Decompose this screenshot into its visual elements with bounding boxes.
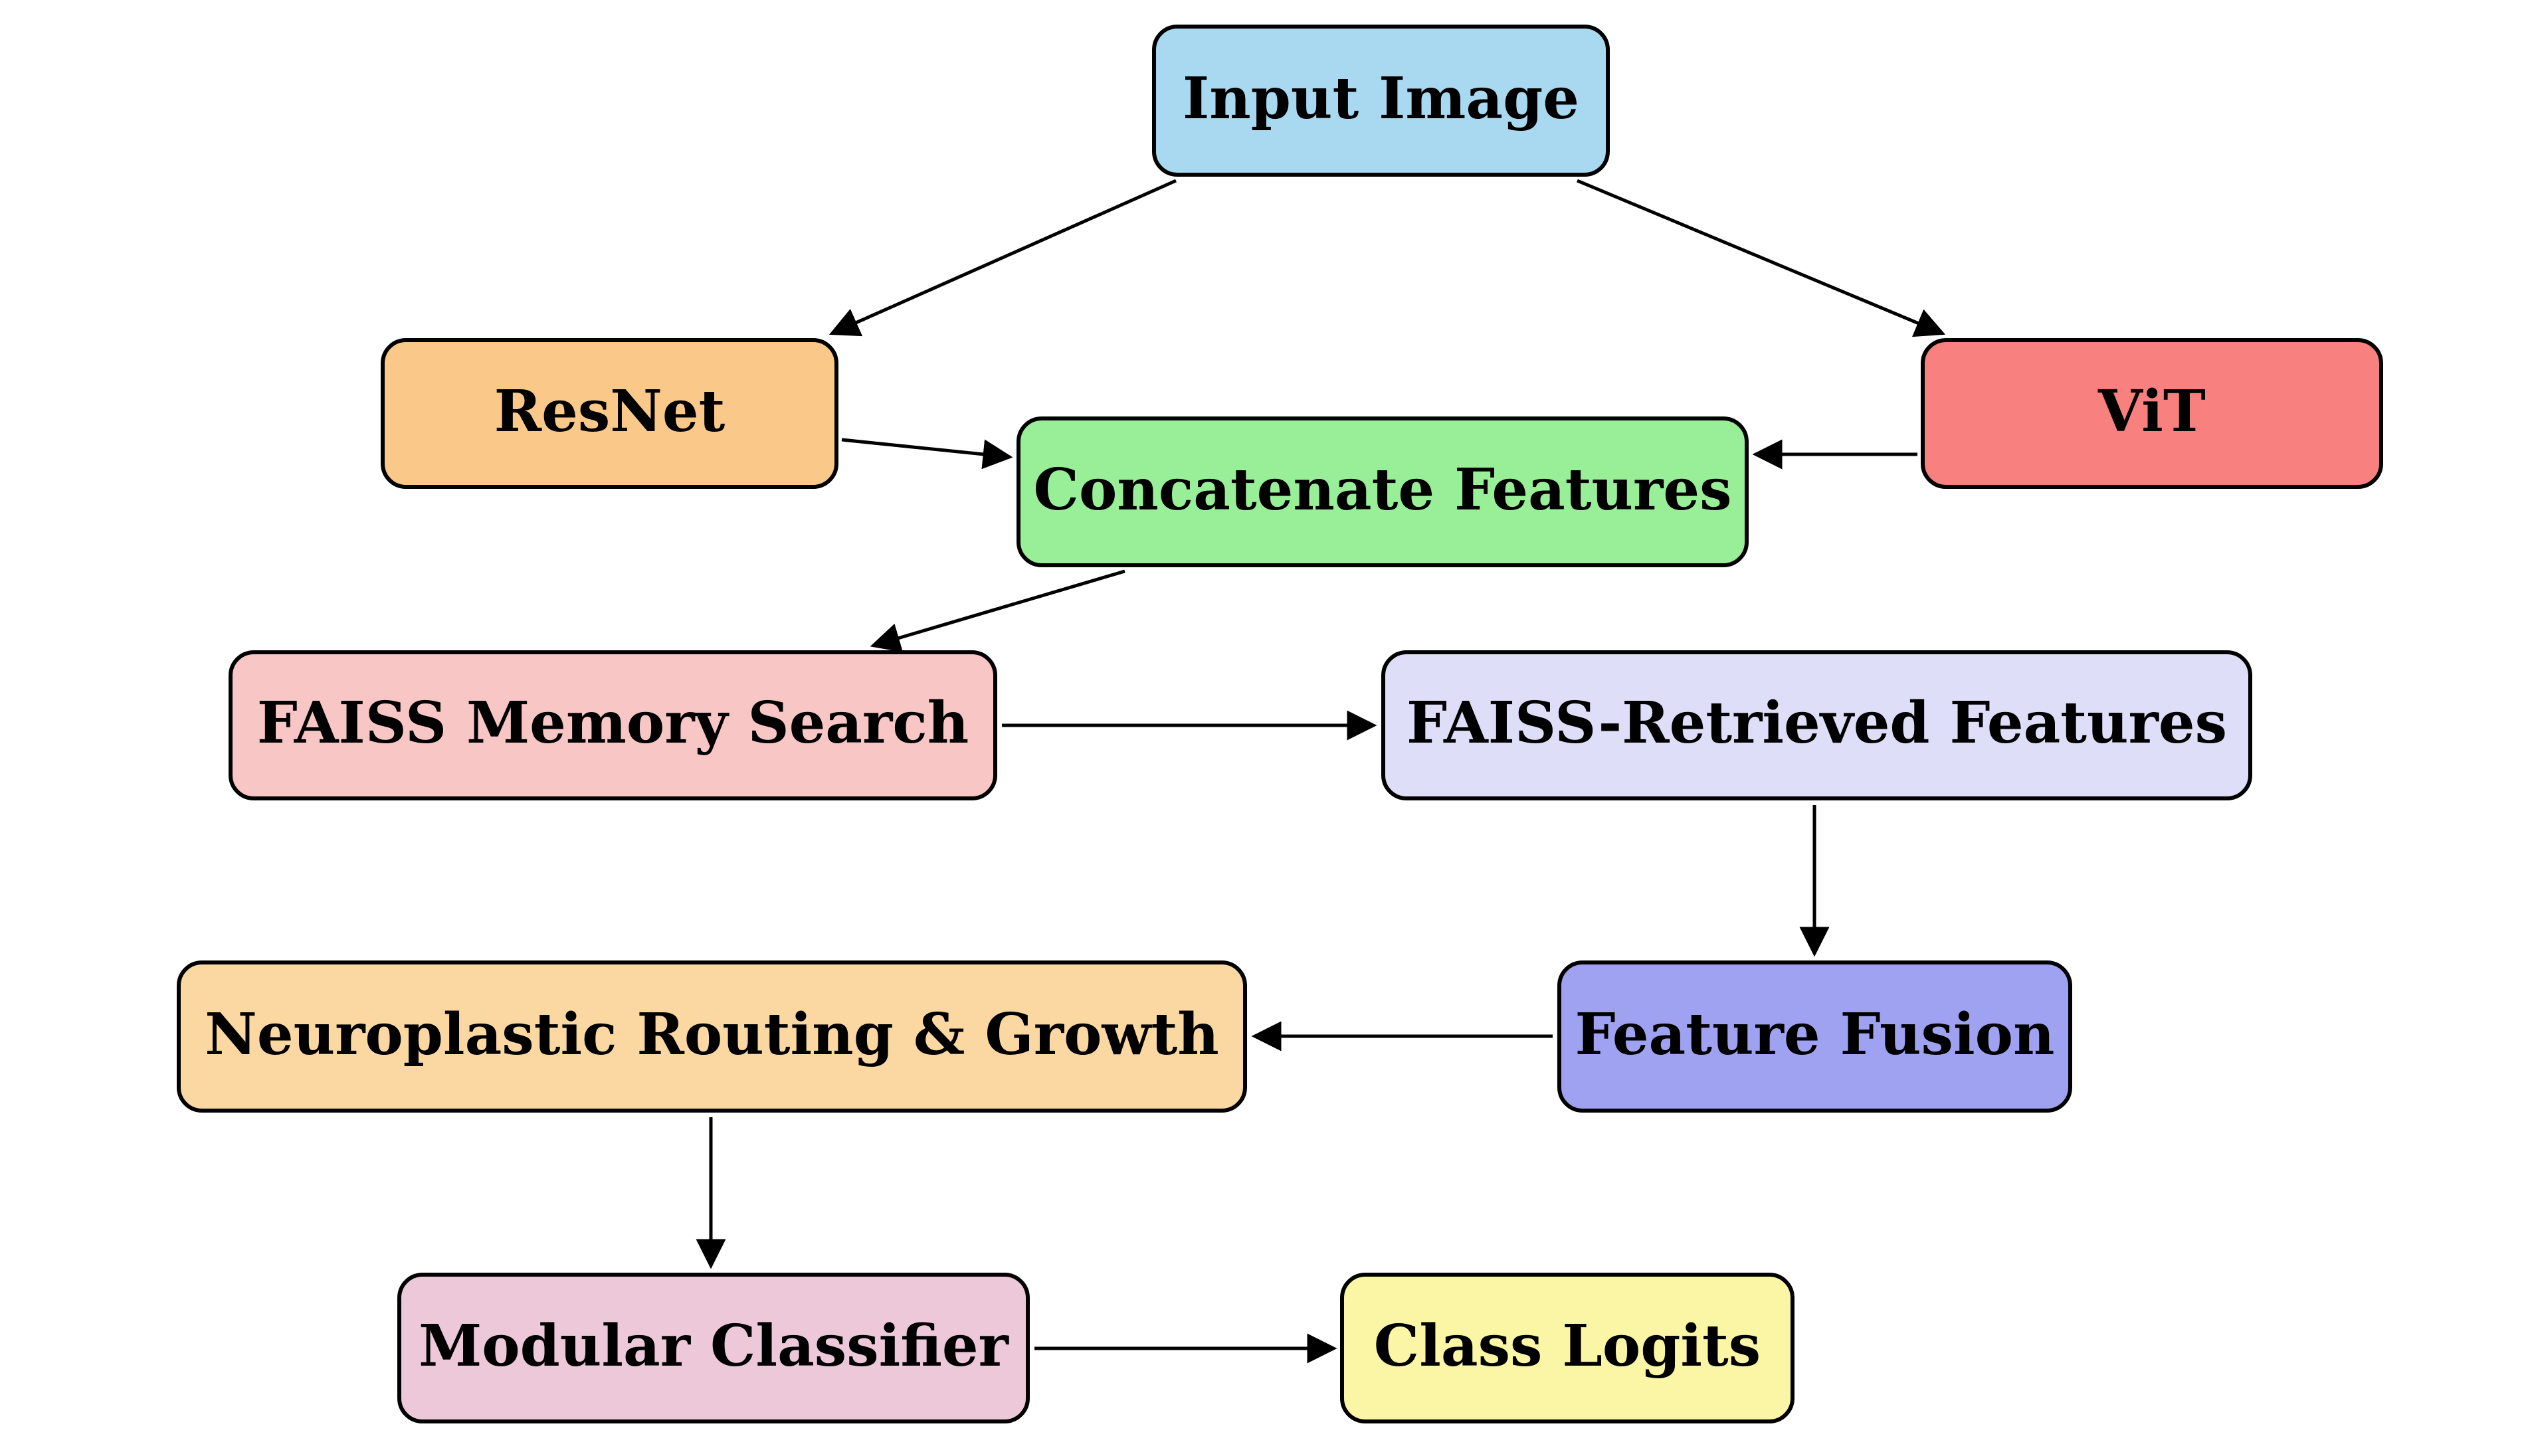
node-label-input-image: Input Image <box>1183 64 1579 132</box>
node-label-concatenate-features: Concatenate Features <box>1033 456 1732 523</box>
node-resnet: ResNet <box>381 338 838 489</box>
node-vit: ViT <box>1921 338 2383 489</box>
node-label-neuroplastic-routing: Neuroplastic Routing & Growth <box>205 1000 1219 1068</box>
edge-input-image-to-vit <box>1577 179 1946 337</box>
node-neuroplastic-routing: Neuroplastic Routing & Growth <box>177 960 1247 1113</box>
node-feature-fusion: Feature Fusion <box>1557 960 2072 1113</box>
edge-concatenate-features-to-faiss-memory-search <box>870 569 1125 653</box>
node-label-faiss-memory-search: FAISS Memory Search <box>256 689 969 757</box>
node-faiss-retrieved-features: FAISS-Retrieved Features <box>1381 650 2252 800</box>
node-input-image: Input Image <box>1152 25 1610 177</box>
node-label-class-logits: Class Logits <box>1373 1312 1761 1380</box>
node-label-faiss-retrieved-features: FAISS-Retrieved Features <box>1406 689 2227 757</box>
node-label-vit: ViT <box>2098 377 2206 445</box>
edge-input-image-to-resnet <box>828 179 1177 337</box>
edge-resnet-to-concatenate-features <box>841 438 1013 470</box>
node-label-resnet: ResNet <box>494 377 726 445</box>
node-modular-classifier: Modular Classifier <box>397 1273 1030 1423</box>
node-label-modular-classifier: Modular Classifier <box>419 1312 1009 1380</box>
node-label-feature-fusion: Feature Fusion <box>1575 1000 2055 1068</box>
node-faiss-memory-search: FAISS Memory Search <box>229 650 997 800</box>
node-class-logits: Class Logits <box>1340 1273 1794 1423</box>
node-concatenate-features: Concatenate Features <box>1017 416 1749 567</box>
